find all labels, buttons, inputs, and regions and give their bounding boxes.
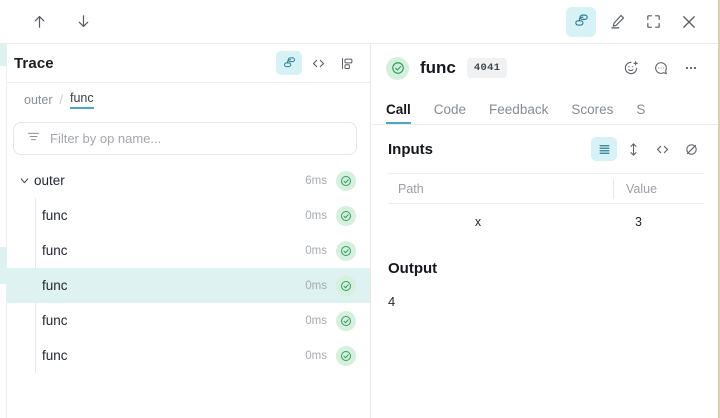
status-badge bbox=[336, 205, 356, 226]
page-title: Trace bbox=[14, 54, 54, 72]
tree-item-label: func bbox=[42, 208, 68, 223]
call-detail-panel: func 4041 bbox=[372, 44, 718, 418]
output-title: Output bbox=[388, 260, 438, 277]
column-header-value[interactable]: Value bbox=[613, 178, 704, 199]
status-badge bbox=[336, 310, 356, 331]
cell-value: 3 bbox=[635, 215, 642, 229]
filter-icon bbox=[26, 129, 41, 149]
chevron-down-icon[interactable] bbox=[14, 174, 34, 187]
trace-tree: outer 6ms func 0ms bbox=[0, 163, 370, 373]
inputs-table: Path Value x 3 bbox=[388, 173, 704, 240]
comment-icon[interactable] bbox=[648, 55, 674, 81]
filter-box[interactable] bbox=[13, 122, 357, 155]
add-reaction-icon[interactable] bbox=[618, 55, 644, 81]
hide-icon[interactable] bbox=[678, 137, 704, 161]
inputs-table-header: Path Value bbox=[388, 174, 704, 204]
tab-feedback[interactable]: Feedback bbox=[489, 102, 549, 117]
breadcrumb-item-parent[interactable]: outer bbox=[24, 93, 53, 107]
tree-item-duration: 6ms bbox=[305, 174, 327, 187]
output-section: Output 4 bbox=[372, 240, 718, 309]
tree-item-label: outer bbox=[34, 173, 65, 188]
expand-rows-icon[interactable] bbox=[620, 137, 646, 161]
tree-item-duration: 0ms bbox=[305, 349, 327, 362]
tab-summary-truncated[interactable]: S bbox=[636, 102, 646, 117]
status-badge bbox=[336, 170, 356, 191]
breadcrumb-item-current[interactable]: func bbox=[69, 91, 94, 109]
tree-item-label: func bbox=[42, 278, 68, 293]
inputs-view-toggle-group bbox=[591, 137, 704, 161]
table-row[interactable]: func 0ms bbox=[0, 198, 370, 233]
breadcrumb-separator: / bbox=[59, 93, 63, 107]
column-header-path[interactable]: Path bbox=[398, 181, 424, 196]
table-row[interactable]: outer 6ms bbox=[0, 163, 370, 198]
output-value: 4 bbox=[388, 294, 396, 309]
call-name: func bbox=[420, 58, 456, 77]
tree-item-label: func bbox=[42, 313, 68, 328]
table-row[interactable]: func 0ms bbox=[0, 233, 370, 268]
trace-panel-header: Trace bbox=[0, 44, 370, 83]
status-badge bbox=[386, 56, 409, 80]
detail-tabs: Call Code Feedback Scores S bbox=[372, 92, 718, 125]
inputs-title: Inputs bbox=[388, 140, 433, 158]
search-input[interactable] bbox=[50, 131, 344, 146]
status-badge bbox=[336, 345, 356, 366]
tree-item-duration: 0ms bbox=[305, 279, 327, 292]
list-view-icon[interactable] bbox=[591, 137, 617, 161]
inputs-section-header: Inputs bbox=[372, 125, 718, 173]
arrow-up-icon[interactable] bbox=[24, 7, 54, 37]
stack-layers-icon[interactable] bbox=[276, 51, 302, 75]
tab-scores[interactable]: Scores bbox=[571, 102, 614, 117]
panel-edge-strip bbox=[0, 44, 7, 418]
toolbar-actions-group bbox=[566, 6, 718, 37]
code-brackets-icon[interactable] bbox=[305, 51, 331, 75]
tree-item-duration: 0ms bbox=[305, 209, 327, 222]
cell-path: x bbox=[474, 215, 482, 229]
close-icon[interactable] bbox=[674, 7, 704, 37]
pencil-highlighter-icon[interactable] bbox=[602, 7, 632, 37]
code-brackets-icon[interactable] bbox=[649, 137, 675, 161]
flame-chart-icon[interactable] bbox=[334, 51, 360, 75]
more-options-icon[interactable] bbox=[678, 55, 704, 81]
toolbar-navigation-group bbox=[0, 7, 98, 37]
table-row[interactable]: x 3 bbox=[388, 204, 704, 240]
status-badge bbox=[336, 275, 356, 296]
status-badge-id[interactable]: 4041 bbox=[466, 58, 508, 78]
table-row[interactable]: func 0ms bbox=[0, 303, 370, 338]
stack-layers-icon[interactable] bbox=[566, 6, 596, 37]
status-badge bbox=[336, 240, 356, 261]
arrow-down-icon[interactable] bbox=[68, 7, 98, 37]
tree-item-duration: 0ms bbox=[305, 244, 327, 257]
tree-item-label: func bbox=[42, 243, 68, 258]
top-toolbar bbox=[0, 0, 718, 44]
filter-container bbox=[0, 113, 370, 155]
trace-panel: Trace bbox=[0, 44, 371, 418]
call-header: func 4041 bbox=[372, 44, 718, 92]
tab-code[interactable]: Code bbox=[433, 102, 467, 117]
breadcrumb: outer / func bbox=[0, 87, 370, 113]
tab-call[interactable]: Call bbox=[386, 102, 411, 124]
table-row[interactable]: func 0ms bbox=[0, 338, 370, 373]
table-row[interactable]: func 0ms bbox=[0, 268, 370, 303]
tree-item-duration: 0ms bbox=[305, 314, 327, 327]
trace-view-toggle-group bbox=[276, 51, 360, 75]
call-actions-group bbox=[618, 55, 704, 81]
fullscreen-icon[interactable] bbox=[638, 7, 668, 37]
tree-item-label: func bbox=[42, 348, 68, 363]
